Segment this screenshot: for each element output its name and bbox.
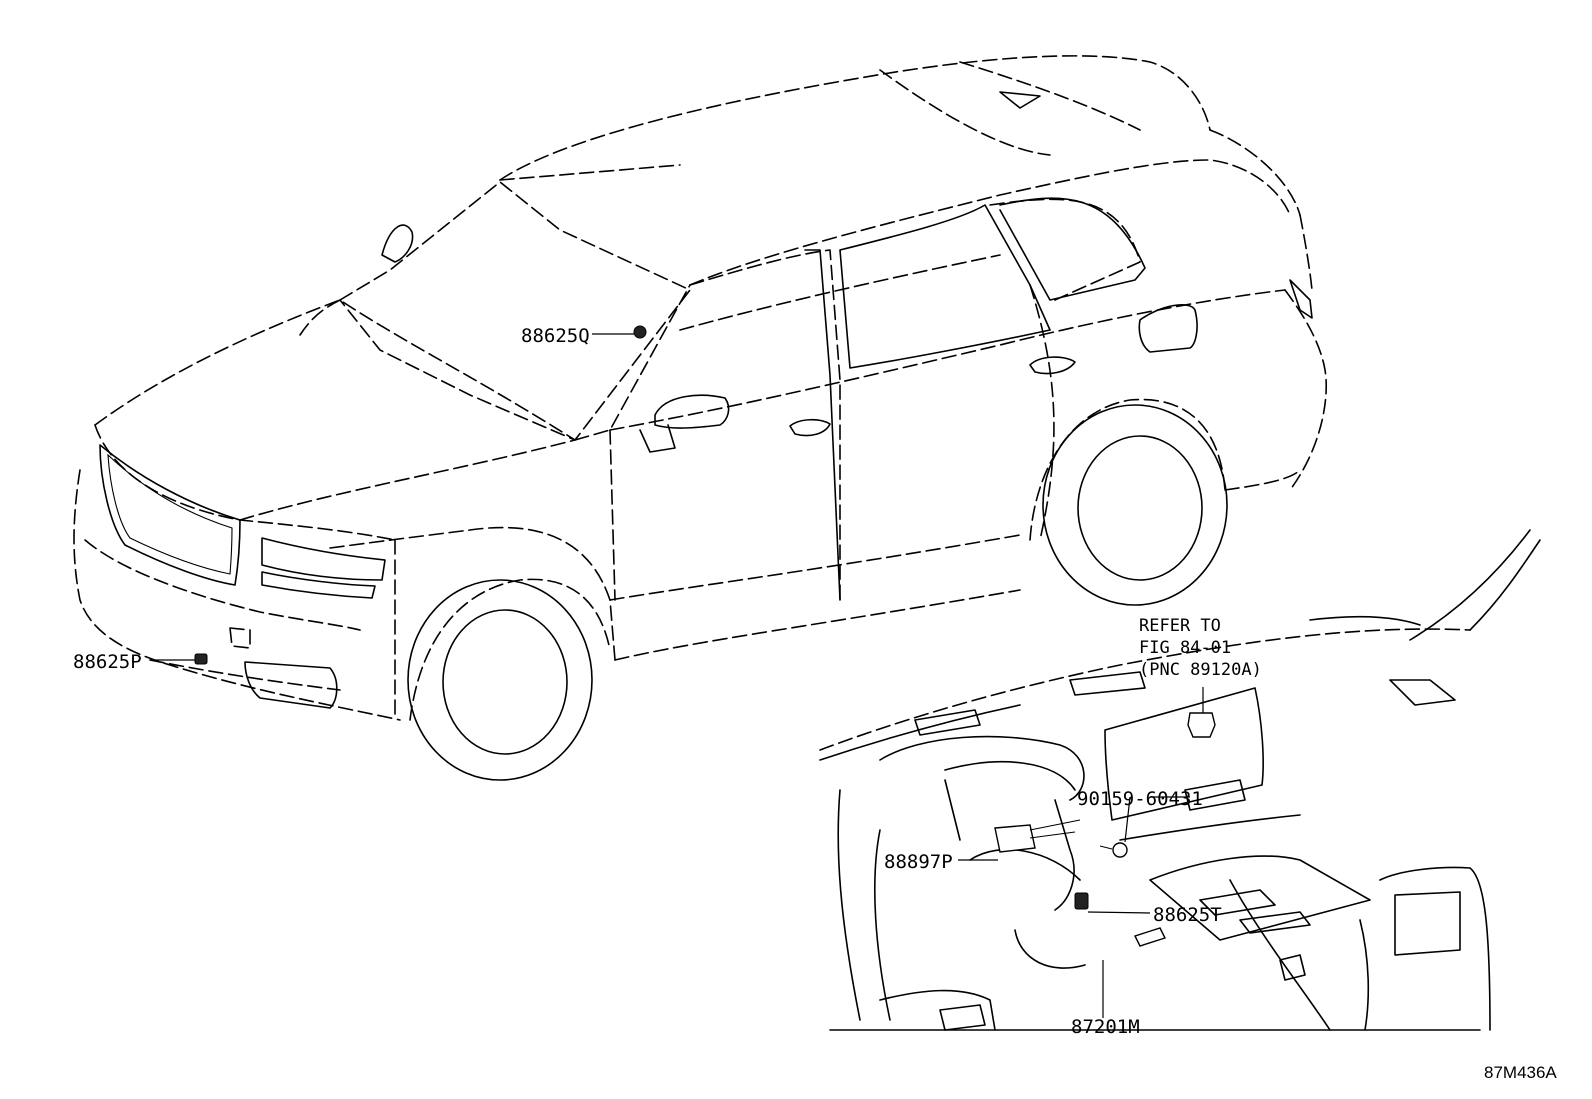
- part-88897P-unit: [994, 819, 1081, 853]
- reference-note: REFER TO FIG 84-01 (PNC 89120A): [1139, 616, 1262, 680]
- reference-note-line1: REFER TO: [1139, 616, 1221, 636]
- callout-88897P: 88897P: [884, 851, 953, 873]
- callout-88625Q: 88625Q: [521, 325, 590, 347]
- callout-88625T: 88625T: [1153, 904, 1222, 926]
- callout-88625P: 88625P: [73, 651, 142, 673]
- reference-note-line2: FIG 84-01: [1139, 638, 1231, 658]
- callout-90159-60431: 90159-60431: [1077, 788, 1203, 810]
- reference-note-line3: (PNC 89120A): [1139, 660, 1262, 680]
- part-88625Q-sensor: [633, 325, 647, 339]
- part-88625T-sensor: [1074, 892, 1089, 910]
- callout-87201M: 87201M: [1071, 1016, 1140, 1038]
- part-88625P-sensor: [194, 653, 208, 665]
- part-pnc-89120a-module: [1187, 712, 1216, 738]
- interior-dashboard-outline: [819, 529, 1541, 1031]
- part-90159-60431-screw: [1099, 842, 1128, 858]
- vehicle-outline: [73, 55, 1328, 781]
- part-87201M-sensor: [1134, 927, 1166, 947]
- leader-lines: [150, 333, 1204, 1018]
- figure-code: 87M436A: [1484, 1063, 1557, 1082]
